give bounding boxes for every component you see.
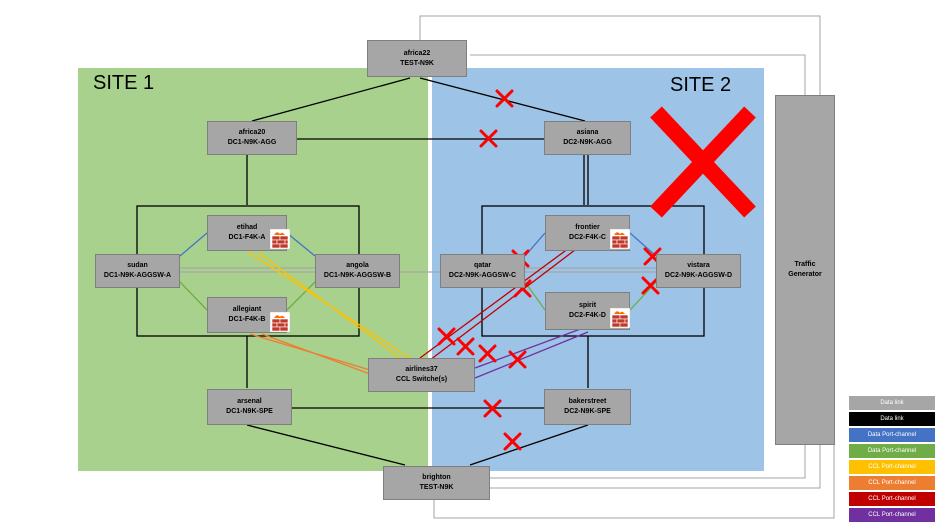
node-role: DC2-F4K-C xyxy=(569,234,606,241)
node-role: DC2-F4K-D xyxy=(569,312,606,319)
node-role: DC1-F4K-B xyxy=(228,316,266,323)
node-asiana[interactable]: asiana DC2-N9K-AGG xyxy=(544,121,631,155)
node-role: DC2-N9K-AGG xyxy=(563,139,612,146)
node-name: arsenal xyxy=(237,398,262,405)
node-brighton[interactable]: brighton TEST-N9K xyxy=(383,466,490,500)
node-role: DC2-N9K-SPE xyxy=(564,408,611,415)
node-name: qatar xyxy=(473,262,492,269)
grey-data-links xyxy=(180,267,656,273)
node-name: sudan xyxy=(127,262,148,269)
site2-failure-x-icon xyxy=(650,106,756,218)
failure-x-icon xyxy=(456,337,475,356)
node-name: frontier xyxy=(575,224,600,231)
failure-x-icon xyxy=(478,344,497,363)
node-name: africa22 xyxy=(403,49,431,57)
node-arsenal[interactable]: arsenal DC1-N9K-SPE xyxy=(207,389,292,425)
firewall-icon xyxy=(270,312,290,332)
legend-item: CCL Port-channel xyxy=(849,508,935,522)
legend-item: Data Port-channel xyxy=(849,444,935,458)
failure-x-icon xyxy=(479,129,498,148)
failure-x-icon xyxy=(508,350,527,369)
failure-x-icon xyxy=(641,276,660,295)
legend-item: CCL Port-channel xyxy=(849,492,935,506)
node-airlines37[interactable]: airlines37 CCL Switche(s) xyxy=(368,358,475,392)
node-name: africa20 xyxy=(238,129,266,136)
failure-x-icon xyxy=(495,89,514,108)
node-traffic-generator[interactable]: Traffic Generator xyxy=(775,95,835,445)
firewall-icon xyxy=(270,229,290,249)
node-vistara[interactable]: vistara DC2-N9K-AGGSW-D xyxy=(656,254,741,288)
node-role: Generator xyxy=(788,271,822,278)
node-name: etihad xyxy=(236,224,258,231)
legend-item: CCL Port-channel xyxy=(849,460,935,474)
node-africa22[interactable]: africa22 TEST-N9K xyxy=(367,40,467,77)
site2-label: SITE 2 xyxy=(670,74,732,96)
failure-x-icon xyxy=(483,399,502,418)
node-name: spirit xyxy=(578,302,597,309)
data-port-channels xyxy=(179,232,657,311)
node-role: DC2-N9K-AGGSW-C xyxy=(448,272,517,279)
legend-item: CCL Port-channel xyxy=(849,476,935,490)
node-name: airlines37 xyxy=(405,366,438,373)
failure-x-icon xyxy=(503,432,522,451)
node-name: Traffic xyxy=(794,261,816,268)
node-name: vistara xyxy=(687,262,710,269)
node-role: DC1-N9K-AGGSW-A xyxy=(103,272,172,279)
node-name: angola xyxy=(346,262,369,269)
node-qatar[interactable]: qatar DC2-N9K-AGGSW-C xyxy=(440,254,525,288)
firewall-icon xyxy=(610,229,630,249)
node-name: asiana xyxy=(576,129,599,136)
node-role: DC1-F4K-A xyxy=(228,234,266,241)
node-africa20[interactable]: africa20 DC1-N9K-AGG xyxy=(207,121,297,155)
node-role: DC1-N9K-AGGSW-B xyxy=(323,272,392,279)
node-angola[interactable]: angola DC1-N9K-AGGSW-B xyxy=(315,254,400,288)
legend-item: Data link xyxy=(849,396,935,410)
firewall-icon xyxy=(610,308,630,328)
legend-item: Data Port-channel xyxy=(849,428,935,442)
node-name: brighton xyxy=(422,474,451,481)
failure-x-icon xyxy=(437,327,456,346)
legend-item: Data link xyxy=(849,412,935,426)
node-role: DC1-N9K-AGG xyxy=(227,139,277,146)
node-role: TEST-N9K xyxy=(419,484,454,491)
node-bakerstreet[interactable]: bakerstreet DC2-N9K-SPE xyxy=(544,389,631,425)
node-role: DC1-N9K-SPE xyxy=(226,408,273,415)
node-sudan[interactable]: sudan DC1-N9K-AGGSW-A xyxy=(95,254,180,288)
node-name: allegiant xyxy=(232,306,262,313)
node-role: DC2-N9K-AGGSW-D xyxy=(664,272,733,279)
site1-label: SITE 1 xyxy=(93,72,155,94)
node-role: CCL Switche(s) xyxy=(395,376,448,383)
node-role: TEST-N9K xyxy=(400,59,434,67)
node-name: bakerstreet xyxy=(568,398,607,405)
